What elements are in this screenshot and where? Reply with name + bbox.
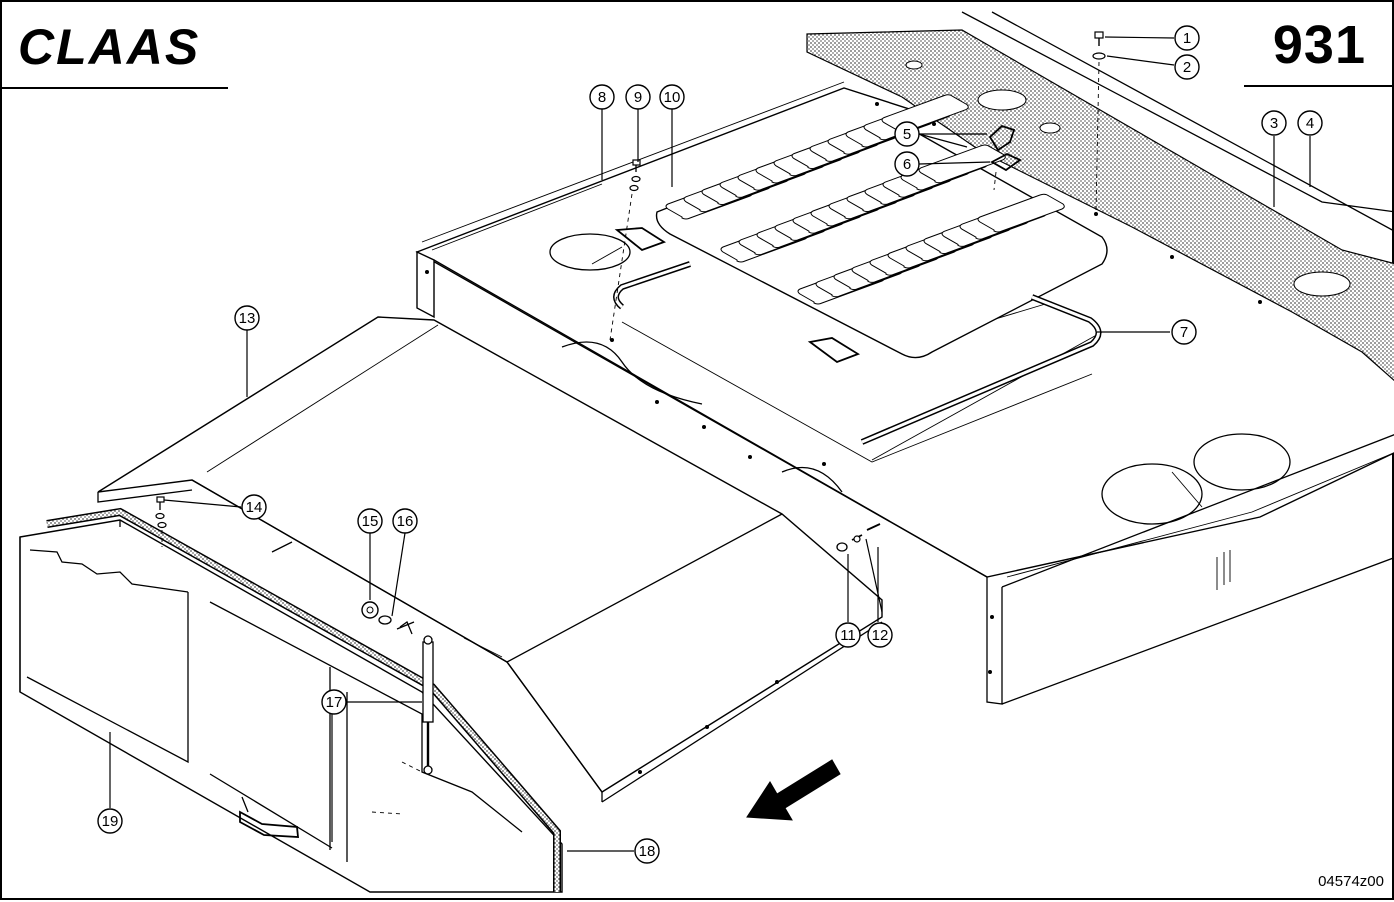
callout-12: 12: [867, 622, 893, 648]
callout-4: 4: [1297, 110, 1323, 136]
callout-7: 7: [1171, 319, 1197, 345]
svg-text:9: 9: [634, 89, 642, 106]
svg-text:10: 10: [664, 89, 681, 106]
hinge-pin: [271, 541, 415, 630]
insulation-mat: [806, 29, 1394, 382]
gas-strut: [422, 635, 434, 775]
front-panel: [19, 519, 563, 893]
svg-text:3: 3: [1270, 115, 1278, 132]
callout-10: 10: [659, 84, 685, 110]
svg-text:14: 14: [246, 499, 263, 516]
callout-13: 13: [234, 305, 260, 331]
callout-14: 14: [241, 494, 267, 520]
svg-text:6: 6: [903, 156, 911, 173]
brand-logo: CLAAS: [18, 20, 200, 72]
svg-text:17: 17: [326, 694, 343, 711]
centre-cover: [97, 316, 883, 803]
callout-15: 15: [357, 508, 383, 534]
svg-text:CLAAS: CLAAS: [18, 20, 200, 72]
svg-text:1: 1: [1183, 30, 1191, 47]
callout-leaders: [109, 36, 1311, 852]
svg-text:2: 2: [1183, 59, 1191, 76]
callout-18: 18: [634, 838, 660, 864]
callout-1: 1: [1174, 25, 1200, 51]
callouts: 1 2 3 4 5 6 7 8 9 10 11 12 13 14 15 16 1…: [97, 25, 1323, 864]
svg-text:12: 12: [872, 627, 889, 644]
direction-arrow-icon: [746, 759, 841, 821]
svg-text:19: 19: [102, 813, 119, 830]
svg-text:8: 8: [598, 89, 606, 106]
callout-19: 19: [97, 808, 123, 834]
svg-text:7: 7: [1180, 324, 1188, 341]
svg-text:15: 15: [362, 513, 379, 530]
hardware: [155, 31, 1106, 635]
svg-text:16: 16: [397, 513, 414, 530]
callout-16: 16: [392, 508, 418, 534]
louvre-slot: [918, 144, 1006, 184]
callout-8: 8: [589, 84, 615, 110]
grille-hinge: [614, 227, 861, 364]
callout-5: 5: [894, 121, 920, 147]
louvred-grille: [655, 94, 1108, 359]
callout-11: 11: [835, 622, 861, 648]
callout-9: 9: [625, 84, 651, 110]
callout-6: 6: [894, 151, 920, 177]
side-rail: [961, 11, 1394, 232]
drawing-code: 04574z00: [1318, 873, 1384, 890]
svg-text:13: 13: [239, 310, 256, 327]
callout-3: 3: [1261, 110, 1287, 136]
svg-text:5: 5: [903, 126, 911, 143]
callout-2: 2: [1174, 54, 1200, 80]
svg-text:18: 18: [639, 843, 656, 860]
svg-text:4: 4: [1306, 115, 1314, 132]
callout-17: 17: [321, 689, 347, 715]
page-number: 931: [1272, 15, 1366, 75]
louvre-slot: [977, 193, 1065, 233]
svg-text:11: 11: [840, 627, 856, 644]
